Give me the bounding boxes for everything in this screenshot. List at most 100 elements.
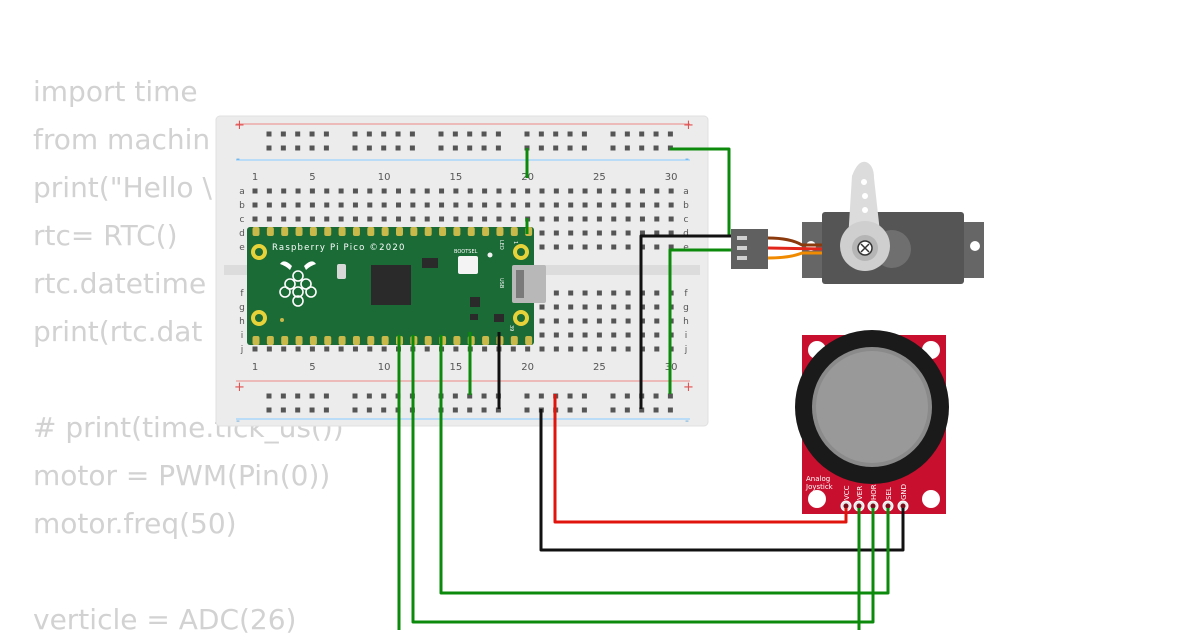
breadboard-hole[interactable]	[295, 188, 301, 194]
breadboard-hole[interactable]	[424, 202, 430, 208]
breadboard-hole[interactable]	[482, 346, 488, 352]
breadboard-hole[interactable]	[668, 188, 674, 194]
pico-pin[interactable]	[453, 336, 461, 345]
breadboard-hole[interactable]	[252, 202, 258, 208]
rail-hole[interactable]	[352, 393, 358, 399]
breadboard-hole[interactable]	[525, 188, 531, 194]
breadboard-hole[interactable]	[496, 216, 502, 222]
rail-hole[interactable]	[366, 131, 372, 137]
rail-hole[interactable]	[495, 145, 501, 151]
rail-hole[interactable]	[639, 407, 645, 413]
breadboard-hole[interactable]	[654, 216, 660, 222]
breadboard-hole[interactable]	[611, 290, 617, 296]
rail-hole[interactable]	[567, 145, 573, 151]
breadboard-hole[interactable]	[510, 202, 516, 208]
breadboard-hole[interactable]	[424, 346, 430, 352]
breadboard-hole[interactable]	[639, 188, 645, 194]
rail-hole[interactable]	[323, 407, 329, 413]
rail-hole[interactable]	[381, 145, 387, 151]
breadboard-hole[interactable]	[582, 188, 588, 194]
breadboard-hole[interactable]	[568, 244, 574, 250]
breadboard-hole[interactable]	[367, 216, 373, 222]
breadboard-hole[interactable]	[539, 202, 545, 208]
rail-hole[interactable]	[295, 393, 301, 399]
breadboard-hole[interactable]	[668, 244, 674, 250]
breadboard-hole[interactable]	[654, 202, 660, 208]
pico-pin[interactable]	[396, 227, 403, 236]
breadboard-hole[interactable]	[553, 244, 559, 250]
breadboard-hole[interactable]	[396, 216, 401, 222]
rail-hole[interactable]	[610, 131, 616, 137]
breadboard-hole[interactable]	[596, 290, 602, 296]
rail-hole[interactable]	[280, 407, 286, 413]
breadboard-hole[interactable]	[568, 346, 574, 352]
rail-hole[interactable]	[567, 407, 573, 413]
breadboard-hole[interactable]	[668, 230, 674, 236]
breadboard-hole[interactable]	[611, 188, 617, 194]
rail-hole[interactable]	[610, 407, 616, 413]
breadboard-hole[interactable]	[381, 202, 387, 208]
pico-pin[interactable]	[482, 336, 490, 345]
pico-pin[interactable]	[309, 336, 317, 345]
rail-hole[interactable]	[381, 407, 387, 413]
breadboard-hole[interactable]	[252, 188, 258, 194]
breadboard-hole[interactable]	[281, 188, 287, 194]
breadboard-hole[interactable]	[596, 332, 602, 338]
rail-hole[interactable]	[667, 393, 673, 399]
breadboard-hole[interactable]	[568, 318, 574, 324]
pico-pin[interactable]	[338, 227, 346, 236]
breadboard-hole[interactable]	[553, 346, 559, 352]
rail-hole[interactable]	[481, 145, 487, 151]
rail-hole[interactable]	[395, 131, 401, 137]
rail-hole[interactable]	[524, 131, 530, 137]
rail-hole[interactable]	[309, 131, 315, 137]
rail-hole[interactable]	[610, 393, 616, 399]
breadboard-hole[interactable]	[654, 346, 660, 352]
rail-hole[interactable]	[280, 393, 286, 399]
pico-pin[interactable]	[266, 336, 274, 345]
breadboard-hole[interactable]	[553, 318, 559, 324]
breadboard-hole[interactable]	[252, 346, 258, 352]
breadboard-hole[interactable]	[611, 318, 617, 324]
pico-pin[interactable]	[295, 227, 303, 236]
rail-hole[interactable]	[581, 131, 587, 137]
pico-pin[interactable]	[453, 227, 461, 236]
breadboard-hole[interactable]	[582, 290, 588, 296]
breadboard-hole[interactable]	[410, 202, 416, 208]
rail-hole[interactable]	[467, 131, 473, 137]
rail-hole[interactable]	[467, 393, 473, 399]
breadboard-hole[interactable]	[352, 216, 358, 222]
rail-hole[interactable]	[352, 131, 358, 137]
breadboard-hole[interactable]	[539, 346, 545, 352]
breadboard-hole[interactable]	[309, 188, 315, 194]
rail-hole[interactable]	[581, 393, 587, 399]
pico-pin[interactable]	[338, 336, 346, 345]
pico-pin[interactable]	[367, 227, 375, 236]
breadboard-hole[interactable]	[582, 304, 588, 310]
breadboard-hole[interactable]	[381, 346, 387, 352]
breadboard-hole[interactable]	[324, 216, 330, 222]
breadboard-hole[interactable]	[482, 202, 488, 208]
rail-hole[interactable]	[624, 131, 630, 137]
pico-pin[interactable]	[496, 227, 504, 236]
breadboard-hole[interactable]	[410, 216, 416, 222]
breadboard-hole[interactable]	[266, 202, 272, 208]
breadboard-hole[interactable]	[553, 304, 559, 310]
breadboard-hole[interactable]	[654, 332, 660, 338]
rail-hole[interactable]	[395, 145, 401, 151]
breadboard-hole[interactable]	[625, 332, 631, 338]
breadboard-hole[interactable]	[668, 216, 674, 222]
breadboard-hole[interactable]	[625, 318, 631, 324]
breadboard-hole[interactable]	[295, 346, 301, 352]
rail-hole[interactable]	[495, 407, 501, 413]
rail-hole[interactable]	[567, 131, 573, 137]
breadboard-hole[interactable]	[266, 346, 272, 352]
rail-hole[interactable]	[266, 145, 272, 151]
breadboard-hole[interactable]	[281, 202, 287, 208]
breadboard-hole[interactable]	[338, 202, 344, 208]
breadboard-hole[interactable]	[367, 202, 373, 208]
breadboard-hole[interactable]	[596, 202, 602, 208]
pico-pin[interactable]	[467, 227, 475, 236]
breadboard-hole[interactable]	[281, 346, 287, 352]
breadboard-hole[interactable]	[510, 188, 516, 194]
